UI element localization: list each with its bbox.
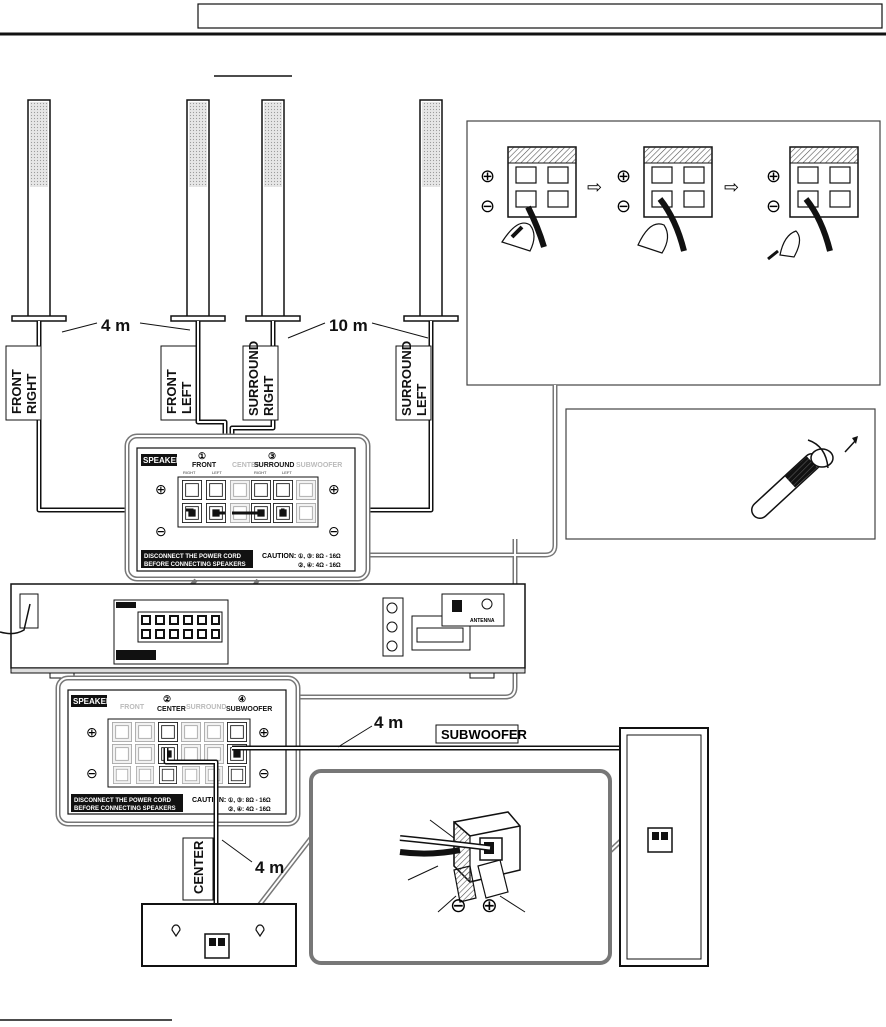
panel-top-ch1-name: FRONT: [192, 462, 217, 469]
panel-bottom-ch4-num: ④: [238, 694, 246, 704]
step-1-minus: ⊖: [480, 196, 495, 216]
panel-bottom-ch2-name: CENTER: [157, 706, 186, 713]
panel-top-ch3-name: SURROUND: [254, 462, 294, 469]
label-surround-left-l2: LEFT: [414, 383, 429, 416]
panel-top-minus-right: ⊖: [328, 523, 340, 539]
panel-top-caution-1: ①, ③: 8Ω - 16Ω: [298, 553, 341, 560]
step-3-terminal: [767, 146, 859, 261]
speaker-surround-right: [245, 99, 301, 322]
panel-bottom-caution-2: ②, ④: 4Ω - 16Ω: [228, 806, 271, 813]
closeup-plus: ⊕: [481, 895, 498, 917]
label-front-left-l1: FRONT: [164, 369, 179, 414]
header-bar: [0, 0, 886, 77]
label-subwoofer: SUBWOOFER: [441, 727, 528, 742]
panel-top-warning-1: DISCONNECT THE POWER CORD: [144, 554, 242, 560]
panel-bottom-minus-right: ⊖: [258, 765, 270, 781]
header-title-box: [197, 3, 883, 29]
cable-length-labels-bottom: 4 m 4 m: [221, 713, 403, 877]
detail-box-terminal-closeup: ⊖ ⊕: [309, 769, 612, 965]
label-surround-left-l1: SURROUND: [399, 341, 414, 416]
main-unit-rear: ANTENNA: [0, 583, 526, 679]
panel-top-plus-right: ⊕: [328, 481, 340, 497]
step-arrow-1-icon: ⇨: [587, 177, 602, 197]
panel-top-caution-label: CAUTION:: [262, 553, 296, 560]
label-surround-right-l1: SURROUND: [246, 341, 261, 416]
panel-top-ch3-left: LEFT: [282, 470, 292, 475]
panel-bottom-caution-label: CAUTION:: [192, 797, 226, 804]
center-speaker: [141, 903, 297, 967]
step-2-terminal: [637, 146, 713, 254]
closeup-minus: ⊖: [450, 895, 467, 917]
speaker-surround-left: [403, 99, 459, 322]
detail-box-strip-wire: [565, 408, 876, 540]
panel-bottom-plus-left: ⊕: [86, 724, 98, 740]
header-left-block: [0, 0, 198, 28]
panel-top-ch4-name: SUBWOOFER: [296, 462, 342, 469]
panel-bottom-ch3-name: SURROUND: [186, 704, 226, 711]
speaker-panel-bottom: SPEAKERS FRONT ② CENTER SURROUND ④ SUBWO…: [55, 675, 301, 827]
panel-top-ch1-right: RIGHT: [183, 470, 196, 475]
detail-box-terminal-steps: ⊕ ⊖ ⇨ ⊕ ⊖ ⇨ ⊕ ⊖: [466, 120, 881, 386]
label-surround-right-l2: RIGHT: [261, 376, 276, 417]
panel-bottom-plus-right: ⊕: [258, 724, 270, 740]
panel-top-ch2-name: CENTER: [232, 462, 261, 469]
unit-mini-terminals: [116, 611, 223, 660]
panel-bottom-minus-left: ⊖: [86, 765, 98, 781]
panel-top-ch3-right: RIGHT: [254, 470, 267, 475]
label-front-left-l2: LEFT: [179, 381, 194, 414]
wire-strip-icon: [751, 436, 858, 519]
cable-length-labels-top: 4 m 10 m: [61, 316, 429, 339]
step-1-terminal: [501, 146, 577, 252]
panel-top-ch1-num: ①: [198, 451, 206, 461]
speaker-front-left: [170, 99, 226, 322]
panel-bottom-ch4-name: SUBWOOFER: [226, 706, 272, 713]
subwoofer-cabinet: [619, 727, 709, 967]
speaker-labels: FRONT RIGHT FRONT LEFT SURROUND RIGHT SU…: [5, 341, 432, 421]
terminal-closeup-icon: [399, 811, 526, 913]
cable-length-center: 4 m: [255, 858, 284, 877]
step-arrow-2-icon: ⇨: [724, 177, 739, 197]
label-front-right-l2: RIGHT: [24, 374, 39, 415]
unit-antenna-label: ANTENNA: [470, 618, 495, 624]
panel-top-caution-2: ②, ④: 4Ω - 16Ω: [298, 562, 341, 569]
panel-top-title: SPEAKERS: [143, 456, 188, 465]
label-center: CENTER: [191, 840, 206, 894]
cable-length-front: 4 m: [101, 316, 130, 335]
panel-bottom-title: SPEAKERS: [73, 697, 118, 706]
panel-top-plus-left: ⊕: [155, 481, 167, 497]
cable-length-surround: 10 m: [329, 316, 368, 335]
center-terminal: [204, 933, 230, 959]
panel-bottom-ch1-name: FRONT: [120, 704, 145, 711]
panel-bottom-warning-1: DISCONNECT THE POWER CORD: [74, 798, 172, 804]
step-2-minus: ⊖: [616, 196, 631, 216]
panel-bottom-ch2-num: ②: [163, 694, 171, 704]
panel-top-ch3-num: ③: [268, 451, 276, 461]
panel-top-minus-left: ⊖: [155, 523, 167, 539]
step-1-plus: ⊕: [480, 166, 495, 186]
cable-length-subwoofer: 4 m: [374, 713, 403, 732]
speaker-front-right: [11, 99, 67, 322]
panel-bottom-caution-1: ①, ③: 8Ω - 16Ω: [228, 797, 271, 804]
speaker-panel-top: SPEAKERS ① FRONT RIGHT LEFT CENTER ③ SUR…: [124, 433, 371, 582]
panel-bottom-warning-2: BEFORE CONNECTING SPEAKERS: [74, 806, 176, 812]
step-3-plus: ⊕: [766, 166, 781, 186]
step-3-minus: ⊖: [766, 196, 781, 216]
panel-top-warning-2: BEFORE CONNECTING SPEAKERS: [144, 562, 246, 568]
label-front-right-l1: FRONT: [9, 369, 24, 414]
step-2-plus: ⊕: [616, 166, 631, 186]
panel-top-ch1-left: LEFT: [212, 470, 222, 475]
subwoofer-terminal: [647, 827, 673, 853]
speaker-towers: [11, 99, 459, 322]
